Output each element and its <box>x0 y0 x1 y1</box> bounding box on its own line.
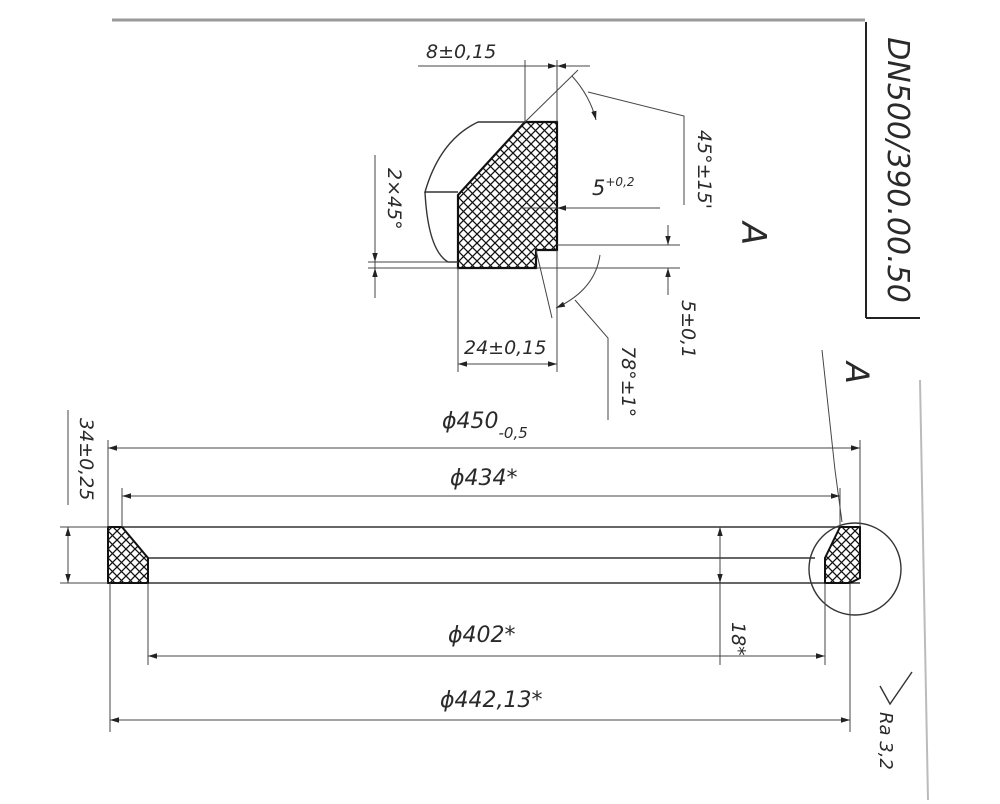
right-section <box>824 526 861 584</box>
angle-78-leader <box>574 299 609 420</box>
dim-label-442: ϕ442,13* <box>440 688 543 713</box>
dim-label-78: 78°±1° <box>617 346 639 417</box>
angle-45-leader <box>587 91 685 205</box>
dim-label-18: 18* <box>727 622 749 656</box>
angle-45-arc <box>571 75 597 121</box>
roughness-symbol <box>879 671 913 706</box>
title-block: DN500/390.00.50 <box>865 22 920 319</box>
sheet-right-edge <box>919 379 929 801</box>
dim-label-24: 24±0,15 <box>464 337 546 359</box>
angle-45-ext <box>524 69 579 123</box>
dim-label-34: 34±0,25 <box>75 418 97 500</box>
dim-label-5h: 5±0,1 <box>677 300 699 358</box>
dim-label-450: ϕ450-0,5 <box>442 409 528 442</box>
dim-label-402: ϕ402* <box>448 623 516 648</box>
dim-label-434: ϕ434* <box>450 466 518 491</box>
dim-label-45: 45°±15' <box>693 130 715 209</box>
dim-label-chamfer: 2×45° <box>383 168 405 230</box>
dim-label-5-depth: 5+0,2 <box>592 175 635 200</box>
detail-circle-a <box>808 522 902 616</box>
view-label-a: A <box>733 220 773 245</box>
detail-view-a: 8±0,15 45°±15' 5+0,2 2×45° 5±0,1 24±0,15 <box>368 41 773 420</box>
drawing-designation: DN500/390.00.50 <box>880 37 915 303</box>
angle-78-ext <box>535 249 553 319</box>
body-outline-lower <box>424 191 458 263</box>
roughness-mark: Ra 3,2 <box>875 671 913 770</box>
dim-label-8: 8±0,15 <box>426 41 496 63</box>
detail-section <box>456 120 559 270</box>
section-mark-a: A <box>838 360 876 384</box>
main-view: A ϕ450-0,5 ϕ434* 34±0,25 18* ϕ402* <box>60 349 902 732</box>
left-section <box>107 526 149 584</box>
roughness-label: Ra 3,2 <box>875 712 896 770</box>
angle-78-arc <box>555 254 601 309</box>
body-outline-arc <box>424 121 525 193</box>
